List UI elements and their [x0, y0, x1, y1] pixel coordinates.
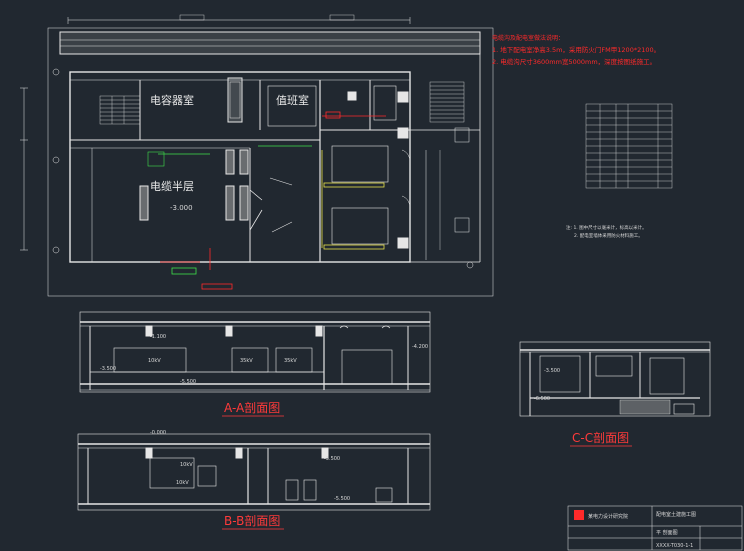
section-c-c [519, 341, 711, 417]
section-b-level-mid: -3.500 [324, 456, 340, 462]
svg-text:B-B剖面图: B-B剖面图 [224, 514, 280, 528]
floor-plan [20, 14, 494, 297]
section-a-equip-2: 35kV [240, 358, 253, 364]
title-drawing-name: 平 剖面图 [656, 529, 678, 536]
right-note-1: 注: 1. 图中尺寸以毫米计，标高以米计。 [566, 224, 647, 231]
right-note-2: 2. 配电室墙体采用防火材料施工。 [574, 232, 643, 239]
title-block [567, 505, 743, 551]
title-project: 配电室土建施工图 [656, 511, 696, 518]
section-b-equip-2: 10kV [176, 480, 189, 486]
section-a-level-mid: -3.500 [100, 366, 116, 372]
section-b-title: B-B剖面图 [222, 514, 284, 530]
section-a-level-bottom: -5.500 [180, 379, 196, 385]
section-b-level-low: -5.500 [334, 496, 350, 502]
plan-annotations [158, 111, 441, 290]
elevation-label-main: -3.000 [170, 204, 193, 212]
section-c-level-bottom: -6.500 [534, 396, 550, 402]
red-note-title: 电缆沟及配电室做法说明： [492, 34, 564, 42]
section-a-level-right: -4.200 [412, 344, 428, 350]
svg-text:C-C剖面图: C-C剖面图 [572, 431, 629, 445]
room-label-control: 电容器室 [150, 93, 194, 107]
section-a-level-top: -1.100 [150, 334, 166, 340]
section-a-title: A-A剖面图 [222, 401, 284, 417]
equipment-table [585, 103, 673, 189]
section-a-a [79, 311, 431, 393]
svg-text:A-A剖面图: A-A剖面图 [224, 401, 280, 415]
section-c-title: C-C剖面图 [570, 431, 632, 447]
section-a-equip-3: 35kV [284, 358, 297, 364]
section-c-level-top: -3.500 [544, 368, 560, 374]
red-note-2: 2. 电缆沟尺寸3600mm宽5000mm，深度按图纸施工。 [492, 57, 656, 66]
red-note-1: 1. 地下配电室净高3.5m，采用防火门FM甲1200*2100。 [492, 45, 660, 54]
section-a-equip-1: 10kV [148, 358, 161, 364]
title-drawing-no: XXXX-T030-1-1 [656, 543, 693, 549]
room-label-mezzanine: 电缆半层 [150, 179, 194, 193]
section-b-level-top: -0.000 [150, 430, 166, 436]
section-b-equip-1: 10kV [180, 462, 193, 468]
section-b-b [77, 433, 431, 511]
room-label-duty: 值班室 [276, 93, 309, 107]
title-company: 某电力设计研究院 [588, 513, 628, 520]
